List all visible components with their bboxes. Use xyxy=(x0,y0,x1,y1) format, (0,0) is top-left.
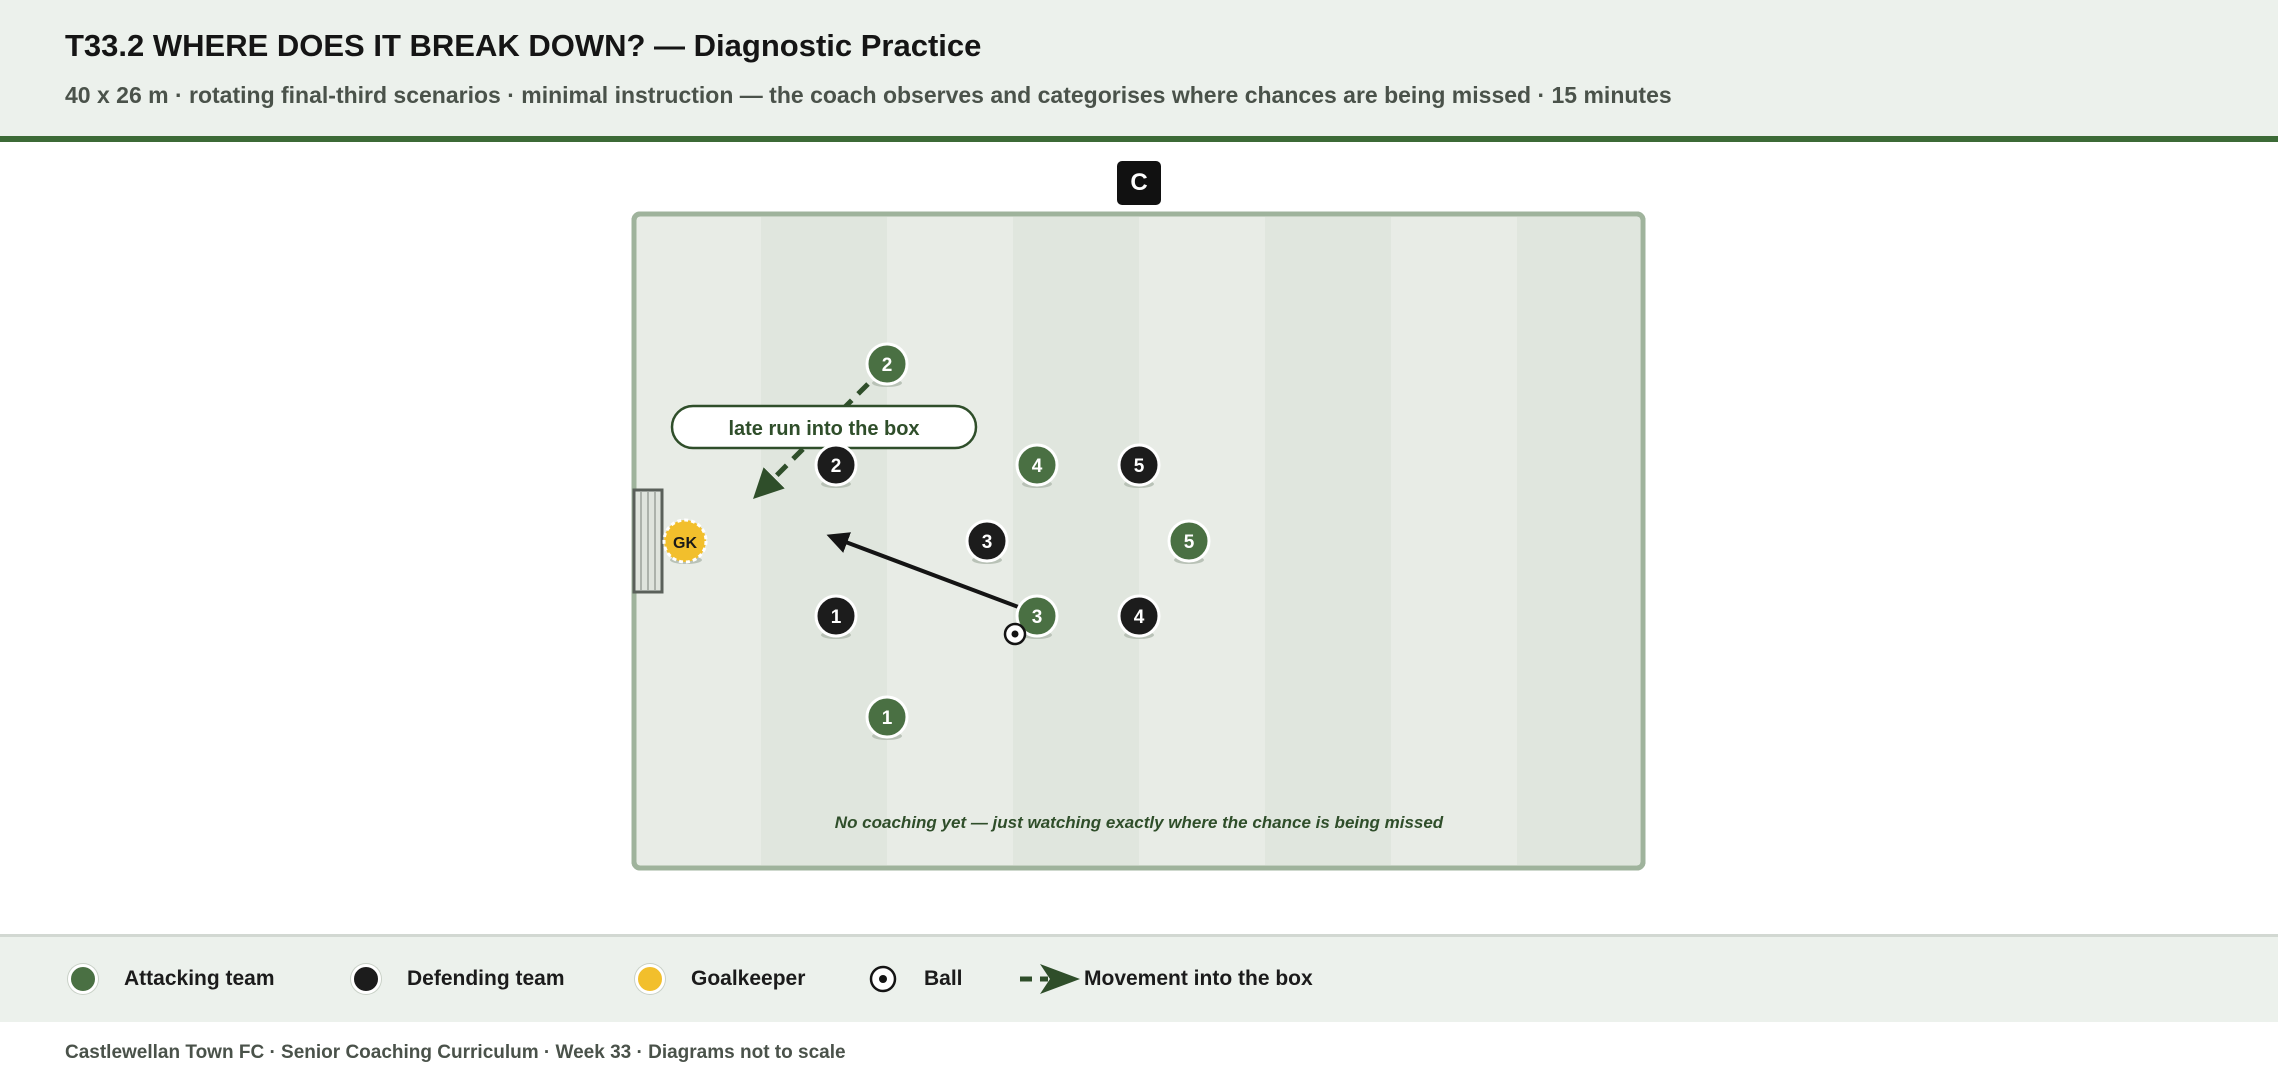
legend-label: Defending team xyxy=(407,967,565,990)
attacking-player: 3 xyxy=(1015,594,1059,639)
svg-text:5: 5 xyxy=(1134,456,1145,477)
late-run-callout: late run into the box xyxy=(670,404,978,450)
defending-player: 4 xyxy=(1117,594,1161,639)
pitch-stripe xyxy=(1517,217,1640,865)
goalkeeper-icon xyxy=(635,964,665,994)
defending-player-icon xyxy=(351,964,381,994)
ball-icon xyxy=(869,965,897,993)
svg-text:3: 3 xyxy=(1032,607,1043,628)
goal xyxy=(632,488,664,594)
page-subtitle: 40 x 26 m · rotating final-third scenari… xyxy=(65,82,1672,108)
svg-text:late run into the box: late run into the box xyxy=(728,418,919,440)
legend: Attacking team Defending team Goalkeeper… xyxy=(0,934,2278,1022)
pass-arrow xyxy=(826,532,1038,616)
legend-item-goalkeeper: Goalkeeper xyxy=(635,963,805,995)
pitch-stripe xyxy=(761,217,887,865)
pitch-note: No coaching yet — just watching exactly … xyxy=(835,813,1444,832)
legend-item-attacking: Attacking team xyxy=(68,963,275,995)
legend-item-movement: Movement into the box xyxy=(1018,963,1313,995)
goalkeeper-icon: GK xyxy=(662,518,708,564)
legend-item-defending: Defending team xyxy=(351,963,565,995)
dashed-arrow-icon xyxy=(1020,964,1080,994)
attacking-player: 5 xyxy=(1167,519,1211,564)
coach-marker: C xyxy=(1117,161,1161,205)
defending-player: 3 xyxy=(965,519,1009,564)
svg-text:4: 4 xyxy=(1134,607,1145,628)
attacking-player-icon xyxy=(68,964,98,994)
page-title: T33.2 WHERE DOES IT BREAK DOWN? — Diagno… xyxy=(65,28,982,63)
svg-text:4: 4 xyxy=(1032,456,1043,477)
attacking-player: 1 xyxy=(865,695,909,740)
svg-text:5: 5 xyxy=(1184,532,1195,553)
defending-player: 2 xyxy=(814,443,858,488)
footer: Castlewellan Town FC · Senior Coaching C… xyxy=(65,1042,846,1063)
defending-player: 1 xyxy=(814,594,858,639)
defending-player: 5 xyxy=(1117,443,1161,488)
svg-text:GK: GK xyxy=(673,535,697,552)
attacking-player: 2 xyxy=(865,342,909,387)
pitch-stripe xyxy=(1013,217,1139,865)
pitch-diagram: late run into the box GK 2 4 5 3 1 2 xyxy=(631,211,1646,871)
attacking-player: 4 xyxy=(1015,443,1059,488)
legend-item-ball: Ball xyxy=(868,963,963,995)
svg-text:3: 3 xyxy=(982,532,993,553)
svg-text:1: 1 xyxy=(882,708,893,729)
legend-label: Goalkeeper xyxy=(691,967,806,990)
svg-text:2: 2 xyxy=(882,355,893,376)
svg-text:1: 1 xyxy=(831,607,842,628)
ball-icon xyxy=(1003,622,1027,646)
legend-label: Attacking team xyxy=(124,967,275,990)
legend-label: Ball xyxy=(924,967,963,990)
header: T33.2 WHERE DOES IT BREAK DOWN? — Diagno… xyxy=(0,0,2278,142)
svg-text:2: 2 xyxy=(831,456,842,477)
legend-label: Movement into the box xyxy=(1084,967,1313,990)
pitch-stripe xyxy=(1265,217,1391,865)
